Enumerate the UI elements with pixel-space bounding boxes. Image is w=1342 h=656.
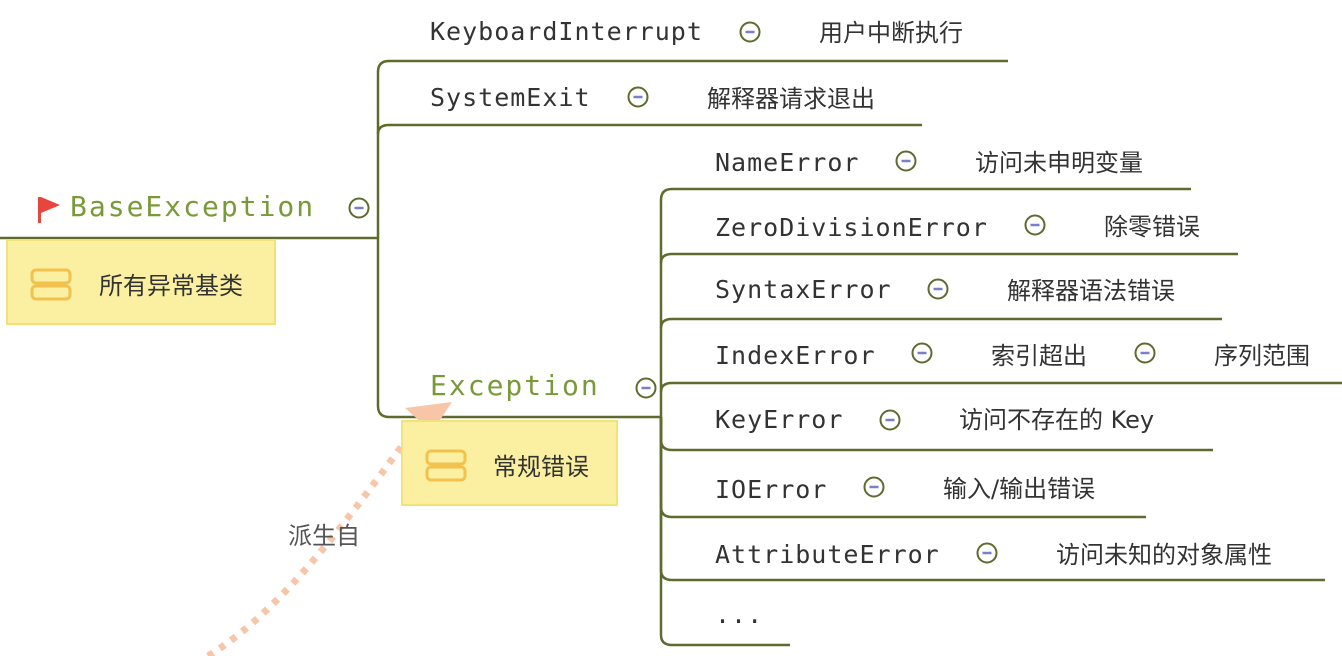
more-underline [659, 417, 790, 647]
flag-icon [38, 197, 60, 223]
collapse-toggle-icon[interactable] [879, 409, 901, 431]
collapse-toggle-icon[interactable] [348, 197, 370, 219]
collapse-toggle-icon[interactable] [911, 342, 933, 364]
key-error-label[interactable]: KeyError [715, 405, 844, 434]
note-icon [30, 268, 72, 301]
note-icon [425, 449, 467, 482]
index-error-desc2[interactable]: 序列范围 [1214, 342, 1310, 370]
system-exit-desc[interactable]: 解释器请求退出 [707, 85, 875, 113]
keyboard-interrupt-desc[interactable]: 用户中断执行 [819, 19, 963, 47]
system-exit-label[interactable]: SystemExit [430, 83, 591, 112]
exception-note[interactable]: 常规错误 [401, 420, 618, 506]
exception-bracket [659, 187, 1191, 417]
collapse-toggle-icon[interactable] [1134, 342, 1156, 364]
syntax-error-desc[interactable]: 解释器语法错误 [1007, 277, 1175, 305]
collapse-toggle-icon[interactable] [863, 476, 885, 498]
index-error-desc[interactable]: 索引超出 [991, 342, 1087, 370]
exception-note-text: 常规错误 [493, 453, 589, 481]
key-error-desc[interactable]: 访问不存在的 Key [959, 406, 1155, 434]
exception-connector [376, 238, 661, 419]
name-error-label[interactable]: NameError [715, 148, 860, 177]
syntax-error-label[interactable]: SyntaxError [715, 275, 892, 304]
index-error-label[interactable]: IndexError [715, 341, 876, 370]
exception-label[interactable]: Exception [430, 369, 600, 402]
io-error-desc[interactable]: 输入/输出错误 [943, 475, 1096, 503]
root-label[interactable]: BaseException [70, 190, 316, 223]
collapse-toggle-icon[interactable] [635, 377, 657, 399]
index-error-underline [659, 381, 1342, 393]
system-exit-underline [376, 123, 922, 135]
collapse-toggle-icon[interactable] [739, 21, 761, 43]
collapse-toggle-icon[interactable] [927, 278, 949, 300]
attribute-error-desc[interactable]: 访问未知的对象属性 [1056, 541, 1272, 569]
collapse-toggle-icon[interactable] [895, 150, 917, 172]
keyboard-interrupt-label[interactable]: KeyboardInterrupt [430, 17, 703, 46]
collapse-toggle-icon[interactable] [1024, 214, 1046, 236]
relationship-arrowhead [405, 402, 452, 432]
syntax-error-underline [659, 317, 1222, 329]
zero-division-underline [659, 252, 1238, 264]
root-note-text: 所有异常基类 [99, 272, 243, 300]
collapse-toggle-icon[interactable] [976, 542, 998, 564]
root-bracket [376, 59, 1008, 238]
attribute-error-label[interactable]: AttributeError [715, 540, 940, 569]
root-note[interactable]: 所有异常基类 [6, 239, 276, 325]
name-error-desc[interactable]: 访问未申明变量 [975, 149, 1143, 177]
collapse-toggle-icon[interactable] [627, 86, 649, 108]
more-children-label[interactable]: ... [715, 600, 764, 629]
zero-division-error-label[interactable]: ZeroDivisionError [715, 213, 988, 242]
zero-division-error-desc[interactable]: 除零错误 [1104, 213, 1200, 241]
io-error-label[interactable]: IOError [715, 475, 828, 504]
relationship-label[interactable]: 派生自 [288, 522, 360, 550]
